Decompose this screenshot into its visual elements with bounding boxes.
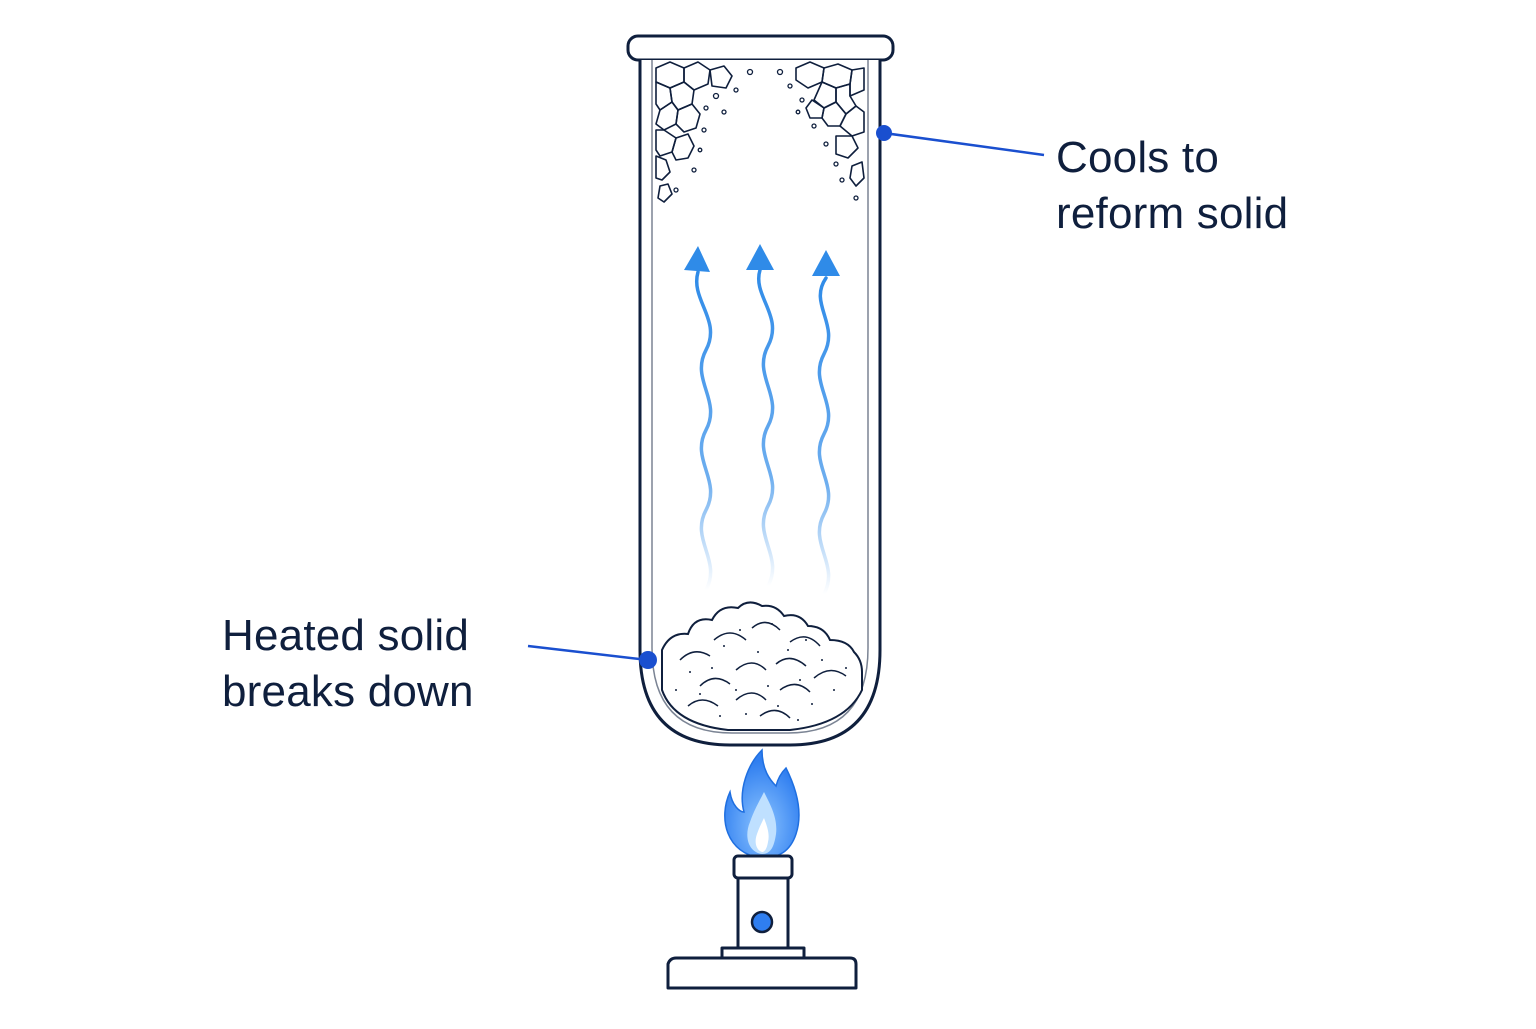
vapor-arrows	[684, 244, 840, 596]
leader-line-bottom	[527, 644, 657, 669]
label-top-line1: Cools to	[1056, 133, 1220, 182]
test-tube-icon	[626, 34, 895, 747]
label-bottom-line2: breaks down	[222, 667, 474, 716]
flame-icon	[724, 748, 800, 859]
heated-solid-pile	[661, 601, 863, 731]
label-cools-to-reform-solid: Cools to reform solid	[1056, 130, 1288, 242]
vapor-arrow-right-icon	[812, 250, 840, 596]
label-heated-solid-breaks-down: Heated solid breaks down	[222, 608, 474, 720]
vapor-arrow-left-icon	[684, 246, 713, 592]
reformed-crystals-right	[795, 61, 865, 187]
crystal-dust-right	[776, 68, 859, 201]
vapor-arrow-middle-icon	[746, 244, 775, 588]
crystal-dust-left	[673, 68, 754, 193]
label-top-line2: reform solid	[1056, 189, 1289, 238]
label-bottom-line1: Heated solid	[222, 611, 469, 660]
bunsen-burner-icon	[666, 854, 858, 990]
leader-line-top	[876, 125, 1045, 157]
reformed-crystals-left	[655, 61, 733, 203]
